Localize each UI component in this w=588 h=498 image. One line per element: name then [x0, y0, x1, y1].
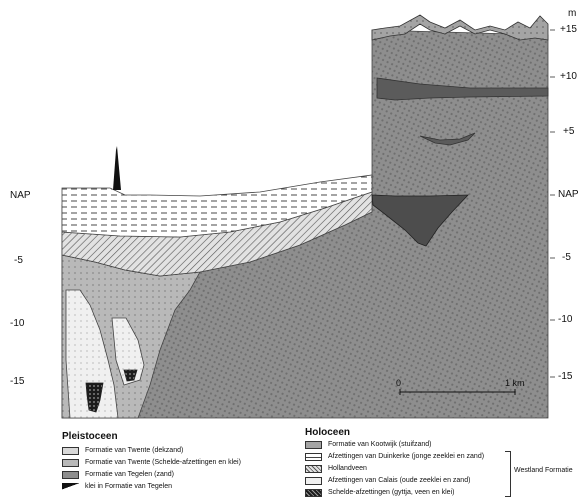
swatch-calais: [305, 477, 322, 485]
right-axis-label-minus10: -10: [558, 314, 572, 325]
legend-heading-holocene: Holoceen: [305, 427, 350, 438]
swatch-tegelen-klei: [62, 483, 79, 491]
right-axis-label-plus5: +5: [563, 126, 574, 137]
legend-item-tegelen-zand: Formatie van Tegelen (zand): [62, 469, 174, 480]
right-axis-label-nap: NAP: [558, 189, 579, 200]
right-axis-label-minus15: -15: [558, 371, 572, 382]
right-axis-label-minus5: -5: [562, 252, 571, 263]
geological-cross-section: [0, 0, 588, 420]
legend-label: klei in Formatie van Tegelen: [85, 483, 172, 490]
swatch-twente-schelde: [62, 459, 79, 467]
legend-item-twente-dekzand: Formatie van Twente (dekzand): [62, 445, 183, 456]
legend-item-schelde-afzettingen: Schelde-afzettingen (gyttja, veen en kle…: [305, 487, 454, 498]
tegelen-clay-spike: [113, 146, 121, 190]
scale-label-end: 1 km: [505, 378, 525, 388]
legend-label: Formatie van Tegelen (zand): [85, 471, 174, 478]
legend-label: Formatie van Kootwijk (stuifzand): [328, 441, 431, 448]
legend-label: Formatie van Twente (dekzand): [85, 447, 183, 454]
right-axis-label-plus15: +15: [560, 24, 577, 35]
swatch-schelde-afzettingen: [305, 489, 322, 497]
legend-label: Formatie van Twente (Schelde-afzettingen…: [85, 459, 241, 466]
legend-label: Schelde-afzettingen (gyttja, veen en kle…: [328, 489, 454, 496]
legend-item-twente-schelde: Formatie van Twente (Schelde-afzettingen…: [62, 457, 241, 468]
swatch-tegelen-zand: [62, 471, 79, 479]
legend-item-hollandveen: Hollandveen: [305, 463, 367, 474]
legend-label: Hollandveen: [328, 465, 367, 472]
left-axis-label-minus15: -15: [10, 376, 24, 387]
left-axis-label-minus10: -10: [10, 318, 24, 329]
legend-item-tegelen-klei: klei in Formatie van Tegelen: [62, 481, 172, 492]
swatch-hollandveen: [305, 465, 322, 473]
swatch-duinkerke: [305, 453, 322, 461]
left-axis-label-nap: NAP: [10, 190, 31, 201]
westland-bracket: [505, 451, 511, 497]
legend-heading-pleistocene: Pleistoceen: [62, 431, 118, 442]
legend-item-calais: Afzettingen van Calais (oude zeeklei en …: [305, 475, 470, 486]
right-axis-ticks: [550, 30, 555, 377]
legend-item-kootwijk: Formatie van Kootwijk (stuifzand): [305, 439, 431, 450]
legend-item-duinkerke: Afzettingen van Duinkerke (jonge zeeklei…: [305, 451, 484, 462]
right-axis-unit: m: [568, 8, 576, 19]
legend-label: Afzettingen van Calais (oude zeeklei en …: [328, 477, 470, 484]
legend-label: Afzettingen van Duinkerke (jonge zeeklei…: [328, 453, 484, 460]
scale-label-start: 0: [396, 378, 401, 388]
left-axis-label-minus5: -5: [14, 255, 23, 266]
swatch-kootwijk: [305, 441, 322, 449]
swatch-twente-dekzand: [62, 447, 79, 455]
right-axis-label-plus10: +10: [560, 71, 577, 82]
legend-group-label-westland: Westland Formatie: [514, 467, 573, 474]
